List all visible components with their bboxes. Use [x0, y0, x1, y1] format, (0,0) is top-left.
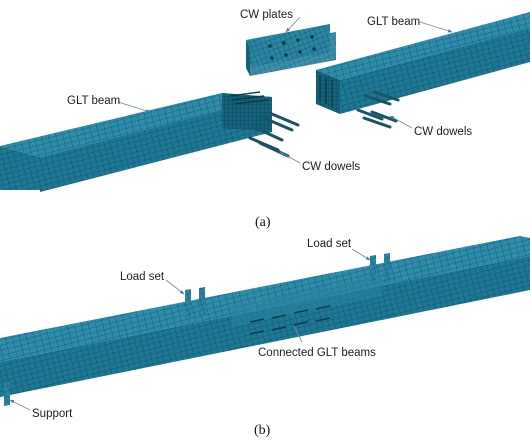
connection-dowels [249, 305, 331, 335]
cw-plate-edge [246, 40, 250, 76]
label-glt-beam-right: GLT beam [367, 16, 420, 28]
connected-beam-top-face [0, 236, 530, 362]
load-set-right-plate-2 [384, 253, 390, 283]
label-load-set-left: Load set [120, 271, 165, 283]
label-connected-beams: Connected GLT beams [258, 347, 376, 359]
caption-a: (a) [255, 215, 271, 230]
label-glt-beam-left: GLT beam [67, 95, 120, 107]
load-set-right-plates [370, 253, 390, 285]
label-cw-plates: CW plates [240, 9, 293, 21]
leader-load-set-right [351, 248, 371, 261]
leader-cw-plates [285, 16, 301, 33]
glt-beam-left-slots [229, 91, 269, 105]
leader-cw-dowels-left [279, 151, 301, 164]
leader-load-set-left [165, 279, 185, 295]
glt-beam-left-end-face [222, 93, 272, 132]
glt-beam-left-top-face [0, 93, 272, 157]
leader-cw-dowels-right [389, 115, 413, 129]
glt-beam-right-end-face [316, 70, 340, 114]
label-load-set-right: Load set [307, 238, 352, 250]
leader-glt-beam-right [419, 21, 453, 33]
glt-beam-left-side-face [0, 146, 40, 190]
glt-beam-right-top-face [316, 12, 530, 80]
load-set-right-plate-1 [370, 255, 376, 285]
cw-plate-holes [268, 35, 316, 60]
label-cw-dowels-right: CW dowels [414, 126, 472, 138]
cw-plates [246, 24, 336, 76]
label-cw-dowels-left: CW dowels [302, 161, 360, 173]
caption-b: (b) [254, 423, 271, 438]
support-plate [4, 382, 10, 406]
cw-plate-2 [250, 32, 336, 76]
leader-support [9, 399, 31, 411]
connection-zone [232, 275, 382, 327]
load-set-left-plate-1 [185, 289, 191, 319]
load-set-left-plate-2 [199, 287, 205, 317]
glt-beam-left [0, 91, 272, 192]
glt-beam-right-front-face [340, 28, 530, 114]
load-set-left-plates [185, 287, 205, 319]
glt-beam-left-front-face [40, 97, 272, 192]
panel-a: CW plates GLT beam GLT beam CW dowels CW… [0, 9, 530, 230]
glt-beam-right-slots [319, 75, 333, 107]
label-support: Support [32, 408, 73, 420]
connected-glt-beams [0, 236, 530, 397]
leader-connected-beams [293, 325, 303, 343]
glt-beam-right [316, 12, 530, 114]
panel-b: Load set Load set Connected GLT beams Su… [0, 236, 530, 438]
connected-beam-front-face [0, 256, 530, 397]
leader-glt-beam-left [117, 101, 151, 113]
